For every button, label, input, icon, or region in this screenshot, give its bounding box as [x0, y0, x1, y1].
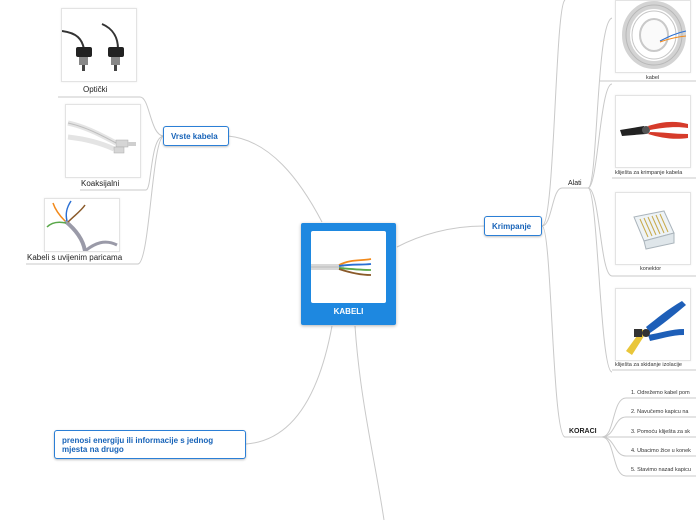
tool-label-klijesta-izolacija[interactable]: kliješta za skidanje izolacije	[615, 362, 682, 368]
topic-vrste-kabela[interactable]: Vrste kabela	[163, 126, 229, 146]
tool-label-kabel[interactable]: kabel	[646, 75, 660, 81]
twisted-cable-icon	[311, 231, 386, 303]
central-topic[interactable]: KABELI	[301, 223, 396, 325]
subtopic-alati[interactable]: Alati	[568, 180, 582, 187]
tool-label-konektor[interactable]: konektor	[640, 266, 662, 272]
subtopic-koraci[interactable]: KORACI	[569, 428, 597, 435]
item-label-upredene-parice[interactable]: Kabeli s uvijenim paricama	[27, 253, 123, 262]
twisted-pair-icon	[44, 198, 120, 252]
optical-cable-icon	[61, 8, 137, 82]
cable-coil-icon	[615, 0, 691, 73]
rj45-connector-icon	[615, 192, 691, 265]
wire-stripper-icon	[615, 288, 691, 361]
crimping-pliers-icon	[615, 95, 691, 168]
topic-krimpanje[interactable]: Krimpanje	[484, 216, 542, 236]
tool-label-klijesta-krimpanje[interactable]: kliješta za krimpanje kabela	[615, 170, 683, 176]
definition-text: prenosi energiju ili informacije s jedno…	[62, 435, 214, 454]
topic-definition[interactable]: prenosi energiju ili informacije s jedno…	[54, 430, 246, 459]
item-label-opticki[interactable]: Optički	[83, 85, 108, 94]
step-2[interactable]: 2. Navučemo kapicu na	[631, 409, 689, 415]
central-topic-title: KABELI	[333, 307, 364, 316]
step-4[interactable]: 4. Ubacimo žice u konek	[631, 448, 691, 454]
step-3[interactable]: 3. Pomoću kliješta za sk	[631, 429, 690, 435]
coaxial-cable-icon	[65, 104, 141, 178]
item-label-koaksijalni[interactable]: Koaksijalni	[81, 179, 120, 188]
step-5[interactable]: 5. Stavimo nazad kapicu	[631, 467, 691, 473]
step-1[interactable]: 1. Odrežemo kabel pom	[631, 390, 690, 396]
